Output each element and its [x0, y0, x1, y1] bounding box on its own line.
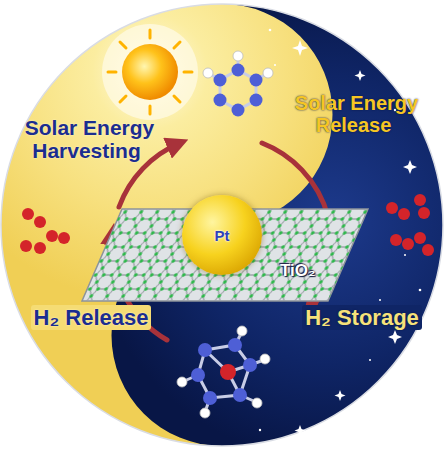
- process-label: H₂ Storage: [302, 305, 422, 330]
- benzene-molecule: [203, 51, 273, 117]
- yin-yang-circle: [1, 4, 443, 446]
- pt-particle: Pt: [182, 195, 262, 275]
- label-holder: H₂ Storage: [292, 306, 432, 330]
- process-label: Solar Energy Release: [292, 92, 418, 136]
- tio2-sheet: TiO₂ Pt: [80, 205, 370, 305]
- label-holder: Solar Energy Release: [276, 92, 434, 136]
- label-holder: H₂ Release: [26, 306, 156, 330]
- label-holder: Solar Energy Harvesting: [10, 116, 166, 162]
- oxygen-molecules-right: [386, 194, 434, 256]
- storage-molecule: [177, 326, 270, 418]
- process-label: H₂ Release: [31, 305, 152, 330]
- oxygen-molecules-left: [20, 208, 70, 254]
- catalyst-label: Pt: [215, 227, 230, 244]
- sun-icon: [102, 24, 198, 120]
- process-label: Solar Energy Harvesting: [22, 116, 155, 162]
- material-label: TiO₂: [280, 261, 316, 281]
